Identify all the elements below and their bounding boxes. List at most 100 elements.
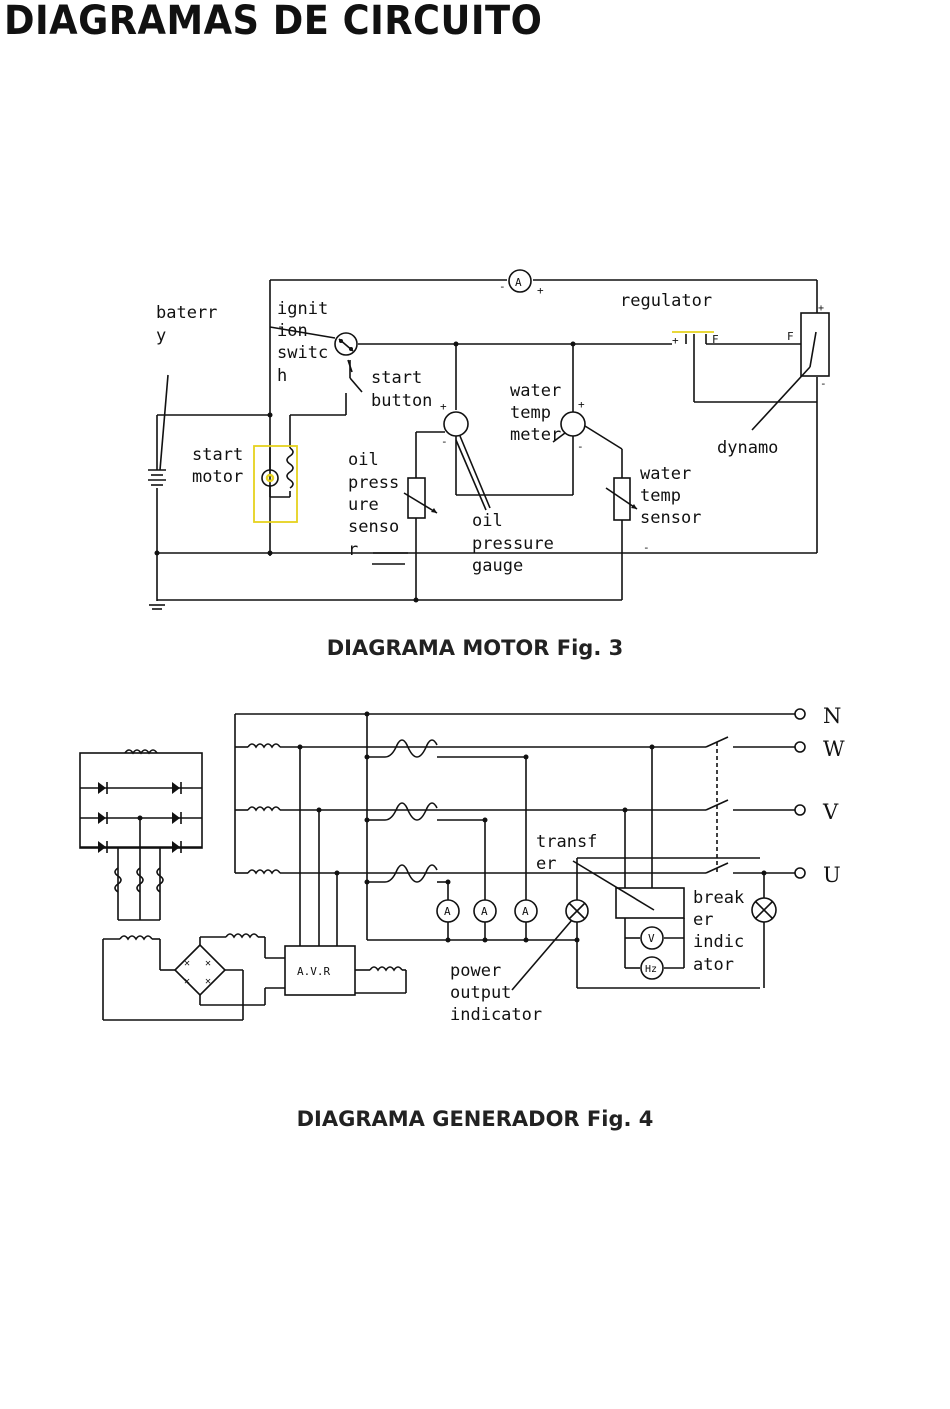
- terminal-labels: N W V U: [822, 704, 845, 887]
- oil-pressure-gauge-label: oil pressure gauge: [472, 511, 554, 576]
- svg-text:meter: meter: [510, 425, 561, 445]
- svg-text:-: -: [441, 435, 448, 448]
- battery-label: baterr y: [156, 303, 217, 346]
- svg-text:ator: ator: [693, 955, 734, 975]
- svg-text:press: press: [348, 473, 399, 493]
- engine-wiring: [156, 279, 818, 601]
- motor-diagram-caption: DIAGRAMA MOTOR Fig. 3: [326, 636, 624, 660]
- regulator-label: regulator: [620, 291, 712, 311]
- svg-text:y: y: [156, 326, 166, 346]
- stator-winding-icons: [247, 743, 281, 875]
- exciter-rectifier-icon: [79, 749, 203, 921]
- svg-text:baterr: baterr: [156, 303, 217, 323]
- svg-text:W: W: [823, 737, 845, 761]
- output-terminal-icons: [794, 708, 806, 879]
- svg-text:water: water: [640, 464, 691, 484]
- breaker-indicator-lamp-icon: [751, 897, 777, 923]
- generator-diagram-caption: DIAGRAMA GENERADOR Fig. 4: [296, 1107, 654, 1131]
- transfer-switch-icon: [615, 887, 685, 919]
- svg-text:✕: ✕: [184, 958, 190, 969]
- start-button-label: start button: [371, 368, 432, 411]
- svg-text:F: F: [787, 330, 794, 343]
- svg-text:+: +: [537, 284, 544, 297]
- oil-pressure-gauge-icon: + -: [440, 400, 491, 509]
- svg-text:V: V: [822, 800, 839, 824]
- generator-wiring: [234, 713, 795, 991]
- dynamo-label: dynamo: [717, 438, 778, 458]
- svg-text:✕: ✕: [205, 958, 211, 969]
- avr-label: A.V.R: [297, 965, 330, 978]
- svg-text:er: er: [693, 910, 713, 930]
- page-title: DIAGRAMAS DE CIRCUITO: [4, 0, 543, 44]
- junction-dots: [137, 711, 767, 943]
- svg-text:-: -: [643, 541, 650, 554]
- transfer-label: transf er: [536, 832, 597, 874]
- svg-text:temp: temp: [510, 403, 551, 423]
- svg-text:er: er: [536, 854, 556, 874]
- svg-text:button: button: [371, 391, 432, 411]
- svg-text:h: h: [277, 366, 287, 386]
- svg-text:indic: indic: [693, 932, 744, 952]
- svg-text:Hz: Hz: [645, 964, 657, 975]
- start-motor-label: start motor: [192, 445, 243, 487]
- svg-text:start: start: [371, 368, 422, 388]
- svg-text:ignit: ignit: [277, 299, 328, 319]
- ammeter-symbol-label: A: [515, 276, 522, 289]
- svg-text:temp: temp: [640, 486, 681, 506]
- oil-pressure-sensor-icon: [403, 477, 438, 519]
- svg-text:N: N: [823, 704, 841, 728]
- svg-text:✕: ✕: [205, 976, 211, 987]
- power-output-indicator-label: power output indicator: [450, 961, 542, 1025]
- svg-text:oil: oil: [472, 511, 503, 531]
- water-temp-sensor-icon: [605, 477, 638, 521]
- svg-text:gauge: gauge: [472, 556, 523, 576]
- water-temp-meter-icon: + -: [552, 398, 586, 453]
- svg-text:-: -: [577, 440, 584, 453]
- svg-text:-: -: [820, 377, 827, 390]
- power-output-indicator-lamp-icon: [565, 899, 589, 923]
- frequency-meter-icon: Hz: [640, 956, 664, 980]
- svg-text:oil: oil: [348, 450, 379, 470]
- junction-dots: [154, 341, 576, 603]
- bridge-rectifier-icon: ✕ ✕ ✕ ✕: [102, 933, 285, 1021]
- oil-pressure-sensor-label: oil press ure senso r: [348, 450, 399, 560]
- svg-text:A: A: [444, 905, 451, 918]
- svg-text:pressure: pressure: [472, 534, 554, 554]
- dynamo-icon: F + -: [751, 303, 830, 431]
- current-transformer-icons: [384, 739, 438, 883]
- svg-text:+: +: [672, 334, 679, 347]
- svg-text:output: output: [450, 983, 511, 1003]
- svg-text:water: water: [510, 381, 561, 401]
- engine-circuit-diagram: A - + + - + -: [148, 269, 830, 610]
- svg-text:+: +: [818, 303, 824, 314]
- svg-text:F: F: [712, 333, 719, 346]
- generator-circuit-diagram: A A A V Hz N W V U: [79, 704, 845, 1025]
- svg-text:break: break: [693, 888, 744, 908]
- water-temp-meter-label: water temp meter: [510, 381, 561, 445]
- svg-text:ion: ion: [277, 321, 308, 341]
- svg-text:power: power: [450, 961, 501, 981]
- svg-text:indicator: indicator: [450, 1005, 542, 1025]
- voltmeter-icon: V: [640, 926, 664, 950]
- svg-text:switc: switc: [277, 343, 328, 363]
- start-motor-icon: [253, 445, 298, 523]
- ignition-switch-icon: [334, 332, 358, 356]
- svg-text:A: A: [522, 905, 529, 918]
- battery-icon: [148, 374, 169, 610]
- svg-text:ure: ure: [348, 495, 379, 515]
- svg-text:start: start: [192, 445, 243, 465]
- svg-text:sensor: sensor: [640, 508, 701, 528]
- svg-text:+: +: [440, 400, 447, 413]
- svg-text:senso: senso: [348, 517, 399, 537]
- regulator-icon: + F: [672, 331, 719, 347]
- svg-text:transf: transf: [536, 832, 597, 852]
- breaker-indicator-label: break er indic ator: [693, 888, 744, 975]
- svg-text:V: V: [648, 932, 655, 945]
- svg-text:U: U: [823, 863, 841, 887]
- svg-text:motor: motor: [192, 467, 243, 487]
- svg-text:-: -: [499, 280, 506, 293]
- water-temp-sensor-label: water temp sensor -: [640, 464, 701, 554]
- ammeter-icon: A - +: [499, 269, 544, 297]
- ignition-switch-label: ignit ion switc h: [277, 299, 328, 386]
- leader-lines: [347, 359, 487, 511]
